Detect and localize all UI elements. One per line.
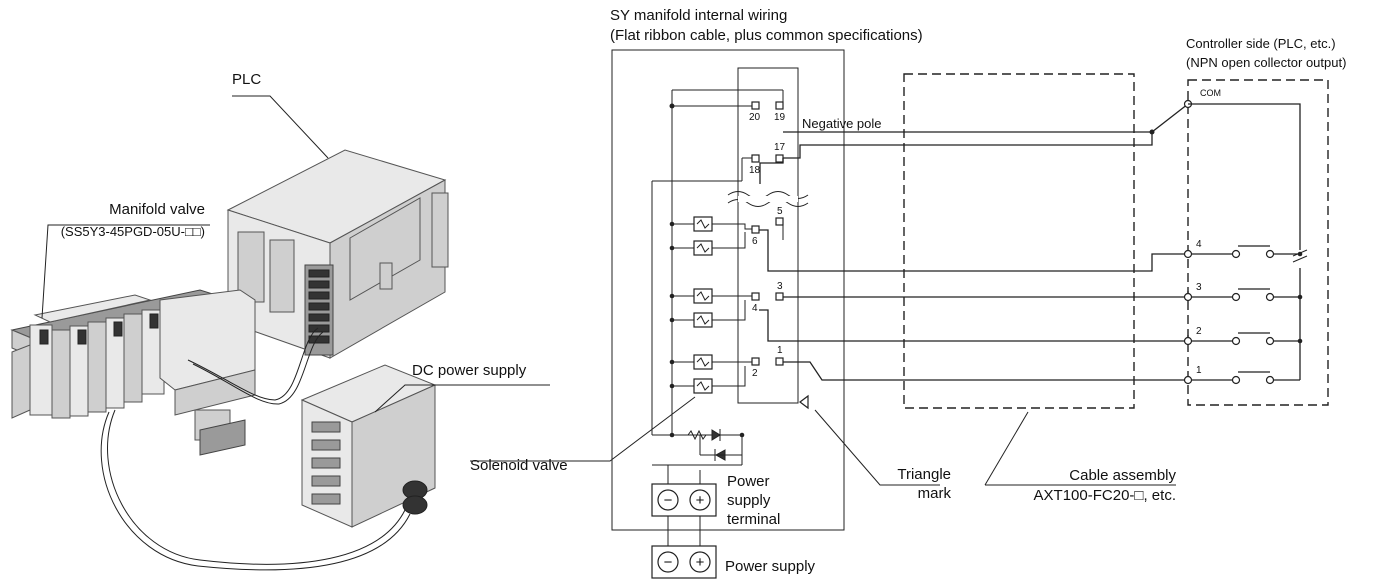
pin-label-20: 20	[749, 112, 761, 123]
controller-side-label-line2: (NPN open collector output)	[1186, 55, 1346, 70]
solenoid-coils	[693, 216, 713, 394]
pin-label-2: 2	[752, 368, 758, 379]
controller-output-2: 2	[1183, 326, 1303, 346]
output-label-2: 2	[1196, 326, 1202, 337]
cable-assembly-label-line2: AXT100-FC20-□, etc.	[1034, 487, 1176, 504]
pin-19	[775, 101, 784, 110]
com-label: COM	[1200, 88, 1221, 98]
pin-label-6: 6	[752, 236, 758, 247]
controller-side-label-line1: Controller side (PLC, etc.)	[1186, 36, 1336, 51]
plc-unit	[226, 149, 449, 359]
dc-power-supply-leader-line	[374, 384, 550, 413]
controller-enclosure	[1187, 79, 1329, 406]
pin-17	[775, 154, 784, 163]
pin-5	[775, 217, 784, 226]
power-supply-label: Power supply	[725, 558, 816, 575]
triangle-mark	[799, 394, 809, 410]
external-power-supply: − +	[651, 516, 717, 579]
manifold-connector: 20 19 18 17 6 5 4 3 2 1	[727, 67, 809, 404]
manifold-valve-assembly	[10, 289, 256, 456]
plc-leader-line	[232, 95, 329, 159]
pin-label-17: 17	[774, 142, 786, 153]
cable-assembly-label-line1: Cable assembly	[1069, 467, 1176, 484]
wiring-title-line2: (Flat ribbon cable, plus common specific…	[610, 27, 923, 44]
power-supply-terminal-label-line2: supply	[727, 492, 771, 509]
triangle-mark-leader-line	[814, 409, 940, 486]
pin-label-4: 4	[752, 303, 758, 314]
power-supply-terminal: − +	[651, 455, 743, 517]
cable-assembly	[903, 73, 1135, 409]
hardware-illustration: PLC Manifold valve (SS5Y3-45PGD-05U-□□) …	[10, 71, 550, 571]
pin-3	[775, 292, 784, 301]
manifold-enclosure	[611, 49, 845, 531]
manifold-valve-stations	[29, 294, 165, 419]
solenoid-valve-label: Solenoid valve	[470, 457, 568, 474]
pin-20	[751, 101, 760, 110]
manifold-model-label: (SS5Y3-45PGD-05U-□□)	[61, 224, 205, 239]
manifold-valve-label: Manifold valve	[109, 201, 205, 218]
negative-pole-label: Negative pole	[802, 116, 882, 131]
plc-terminal-block	[304, 264, 334, 356]
power-supply-terminal-label-line3: terminal	[727, 511, 780, 528]
output-label-3: 3	[1196, 282, 1202, 293]
triangle-mark-label-line2: mark	[918, 485, 952, 502]
pin-label-5: 5	[777, 206, 783, 217]
plc-label: PLC	[232, 71, 261, 88]
controller-output-4: 4	[1183, 239, 1303, 259]
output-label-4: 4	[1196, 239, 1202, 250]
pin-18	[751, 154, 760, 163]
dc-power-supply-unit	[300, 364, 437, 528]
pin-2	[751, 357, 760, 366]
wiring-title-line1: SY manifold internal wiring	[610, 7, 787, 24]
pin-label-19: 19	[774, 112, 786, 123]
pin-6	[751, 225, 760, 234]
output-label-1: 1	[1196, 365, 1202, 376]
pin-label-3: 3	[777, 281, 783, 292]
protection-circuit	[652, 403, 745, 461]
power-supply-terminal-label-line1: Power	[727, 473, 770, 490]
controller-output-3: 3	[1183, 282, 1303, 302]
cable-assembly-leader-line	[984, 411, 1029, 486]
pin-label-18: 18	[749, 165, 761, 176]
solenoid-valve-leader-line	[470, 396, 696, 462]
pin-4	[751, 292, 760, 301]
flat-ribbon-cable	[187, 327, 319, 401]
supply-minus-sign: −	[664, 554, 673, 571]
wiring-schematic: SY manifold internal wiring (Flat ribbon…	[470, 7, 1346, 579]
terminal-plus-sign: +	[696, 492, 705, 509]
supply-plus-sign: +	[696, 554, 705, 571]
manifold-valve-leader-line	[41, 224, 210, 319]
pin-1	[775, 357, 784, 366]
dc-power-supply-label: DC power supply	[412, 362, 527, 379]
power-cable	[107, 409, 406, 565]
signal-wires	[759, 103, 1189, 381]
pin-label-1: 1	[777, 345, 783, 356]
terminal-minus-sign: −	[664, 492, 673, 509]
triangle-mark-label-line1: Triangle	[897, 466, 951, 483]
controller-output-1: 1	[1183, 365, 1300, 385]
